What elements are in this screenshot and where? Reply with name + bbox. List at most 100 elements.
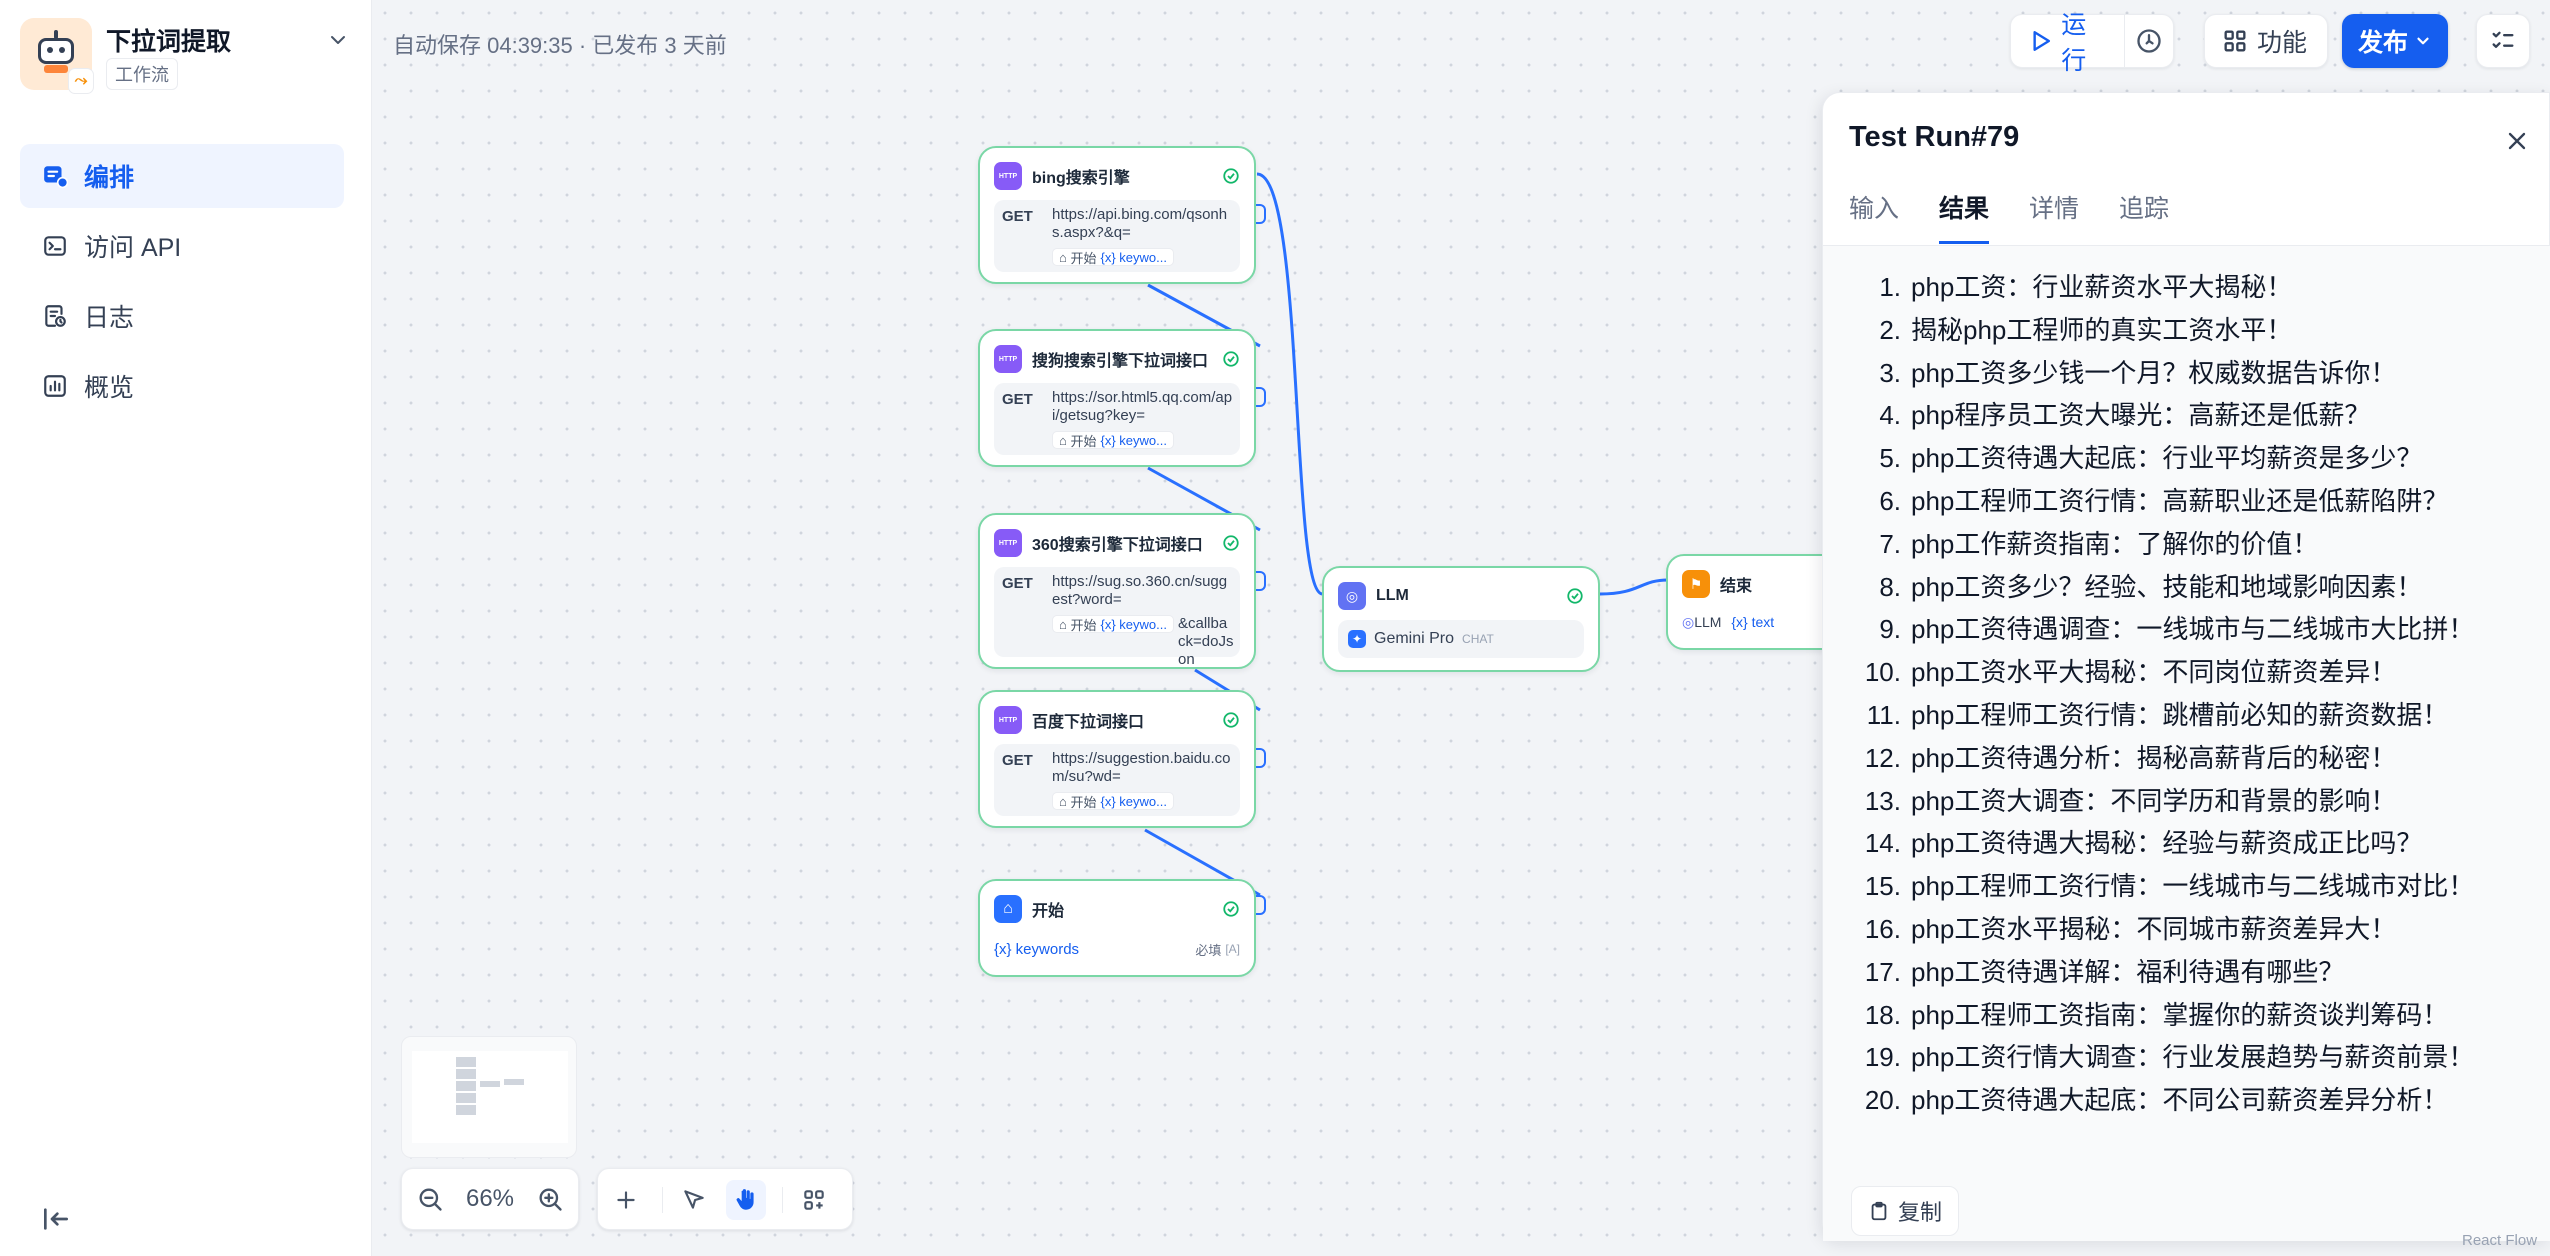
- result-number: 2.: [1879, 314, 1901, 345]
- app-avatar-icon: ⤳: [20, 18, 94, 94]
- start-variable-row: {x} keywords 必填 [A]: [994, 935, 1240, 963]
- result-number: 6.: [1879, 485, 1901, 516]
- sidebar-item-orchestrate[interactable]: 编排: [20, 144, 344, 208]
- chip-variable: {x} keywo...: [1100, 249, 1167, 265]
- node-output-handle[interactable]: [1256, 748, 1266, 768]
- http-icon: HTTP: [994, 345, 1022, 373]
- result-item: 16.php工资水平揭秘：不同城市薪资差异大！: [1855, 908, 2474, 951]
- gemini-icon: ✦: [1348, 630, 1366, 648]
- node-title: bing搜索引擎: [1032, 170, 1130, 187]
- run-label: 运行: [2061, 11, 2087, 75]
- zoom-level[interactable]: 66%: [465, 1185, 515, 1212]
- pointer-icon: [684, 1190, 704, 1209]
- node-start[interactable]: ⌂ 开始 {x} keywords 必填 [A]: [978, 879, 1266, 977]
- run-toolbar: 运行: [2010, 11, 2174, 75]
- node-output-handle[interactable]: [1256, 571, 1266, 591]
- http-method: GET: [1002, 391, 1033, 408]
- tab-result[interactable]: 结果: [1939, 189, 1990, 244]
- close-icon[interactable]: [2503, 127, 2531, 155]
- result-text: php工资水平大揭秘：不同岗位薪资差异！: [1911, 657, 2397, 688]
- node-llm[interactable]: ◎ LLM ✦ Gemini Pro CHAT: [1322, 566, 1600, 672]
- add-node-button[interactable]: [606, 1180, 646, 1220]
- end-source: LLM: [1694, 614, 1722, 630]
- sidebar: ⤳ 下拉词提取 工作流 编排 访问 API 日志 概览: [0, 0, 372, 1256]
- copy-button[interactable]: 复制: [1851, 1186, 1960, 1236]
- type-tag: [A]: [1225, 942, 1240, 956]
- organize-nodes-button[interactable]: [794, 1180, 834, 1220]
- zoom-in-icon[interactable]: [536, 1185, 564, 1213]
- node-output-handle[interactable]: [1256, 895, 1266, 915]
- orchestrate-icon: [44, 166, 68, 189]
- variable-chip: ⌂ 开始{x} keywo...: [1052, 248, 1174, 266]
- tab-detail[interactable]: 详情: [2029, 195, 2080, 223]
- result-text: php工资待遇分析：揭秘高薪背后的秘密！: [1911, 742, 2397, 773]
- http-method: GET: [1002, 208, 1033, 225]
- node-baidu[interactable]: HTTP 百度下拉词接口 GET https://suggestion.baid…: [978, 690, 1266, 828]
- app-header[interactable]: ⤳ 下拉词提取 工作流: [20, 18, 350, 94]
- node-360[interactable]: HTTP 360搜索引擎下拉词接口 GET https://sug.so.360…: [978, 513, 1266, 669]
- end-output-row: ◎LLM {x} text: [1682, 614, 1774, 631]
- sidebar-item-api[interactable]: 访问 API: [20, 214, 344, 278]
- react-flow-attribution[interactable]: React Flow: [2462, 1232, 2538, 1249]
- sidebar-item-label: 访问 API: [84, 234, 182, 262]
- result-text: php程序员工资大曝光：高薪还是低薪？: [1911, 400, 2371, 431]
- run-history-button[interactable]: [2125, 15, 2173, 67]
- autosave-status: 自动保存 04:39:35 · 已发布 3 天前: [393, 33, 727, 58]
- http-url: https://sug.so.360.cn/suggest?word=: [1052, 573, 1228, 608]
- features-label: 功能: [2257, 29, 2308, 57]
- result-number: 12.: [1864, 742, 1901, 773]
- result-item: 12. php工资待遇分析：揭秘高薪背后的秘密！: [1855, 737, 2474, 780]
- success-check-icon: [1223, 168, 1239, 184]
- tab-trace[interactable]: 追踪: [2119, 195, 2170, 223]
- checklist-button[interactable]: [2476, 14, 2530, 68]
- sidebar-item-logs[interactable]: 日志: [20, 284, 344, 348]
- node-sogou[interactable]: HTTP 搜狗搜索引擎下拉词接口 GET https://sor.html5.q…: [978, 329, 1266, 467]
- result-number: 10.: [1864, 657, 1901, 688]
- copy-label: 复制: [1898, 1200, 1943, 1225]
- checklist-icon: [2492, 31, 2514, 48]
- required-tag: 必填: [1195, 942, 1222, 958]
- node-bing[interactable]: HTTP bing搜索引擎 GET https://api.bing.com/q…: [978, 146, 1266, 284]
- tab-input[interactable]: 输入: [1849, 195, 1900, 223]
- http-url: https://suggestion.baidu.com/su?wd=: [1052, 750, 1231, 785]
- collapse-sidebar-icon[interactable]: [40, 1203, 72, 1235]
- pointer-tool-button[interactable]: [674, 1180, 714, 1220]
- result-item: 11.php工程师工资行情：跳槽前必知的薪资数据！: [1855, 694, 2474, 737]
- publish-label: 发布: [2357, 29, 2408, 57]
- sidebar-nav: 编排 访问 API 日志 概览: [20, 144, 344, 424]
- result-item: 10. php工资水平大揭秘：不同岗位薪资差异！: [1855, 651, 2474, 694]
- llm-mini-icon: ◎: [1682, 614, 1695, 630]
- node-title: 开始: [1032, 903, 1065, 920]
- node-output-handle[interactable]: [1256, 204, 1266, 224]
- result-text: php工程师工资行情：一线城市与二线城市对比！: [1911, 871, 2475, 902]
- terminal-icon: [44, 236, 66, 256]
- result-number: 19.: [1864, 1042, 1901, 1073]
- features-button[interactable]: 功能: [2204, 14, 2328, 68]
- chevron-down-icon: [2417, 37, 2429, 45]
- plus-icon: [617, 1191, 635, 1209]
- minimap[interactable]: [401, 1036, 577, 1158]
- result-item: 15. php工程师工资行情：一线城市与二线城市对比！: [1855, 865, 2475, 908]
- chart-icon: [44, 375, 66, 397]
- run-button[interactable]: 运行: [2011, 11, 2124, 75]
- node-output-handle[interactable]: [1256, 387, 1266, 407]
- start-variable: {x} keywords: [994, 940, 1080, 958]
- variable-chip: ⌂ 开始{x} keywo...: [1052, 792, 1174, 810]
- result-text: php工程师工资行情：高薪职业还是低薪陷阱？: [1911, 485, 2449, 516]
- chevron-down-icon[interactable]: [326, 28, 350, 52]
- publish-button[interactable]: 发布: [2342, 14, 2448, 68]
- model-name: Gemini Pro: [1374, 630, 1455, 647]
- chip-source: 开始: [1070, 250, 1097, 266]
- end-variable: {x} text: [1731, 614, 1775, 630]
- hand-tool-button[interactable]: [726, 1180, 766, 1220]
- node-title: 结束: [1720, 578, 1753, 595]
- panel-title: Test Run#79: [1849, 121, 2020, 153]
- http-url: https://api.bing.com/qsonhs.aspx?&q=: [1052, 206, 1228, 241]
- result-item: 20.php工资待遇大起底：不同公司薪资差异分析！: [1855, 1079, 2474, 1122]
- end-icon: ⚑: [1682, 570, 1710, 598]
- result-text: php工资多少？经验、技能和地域影响因素！: [1911, 571, 2423, 602]
- zoom-out-icon[interactable]: [416, 1185, 444, 1213]
- sidebar-item-label: 概览: [84, 374, 135, 402]
- sidebar-item-overview[interactable]: 概览: [20, 354, 344, 418]
- result-number: 15.: [1864, 871, 1901, 902]
